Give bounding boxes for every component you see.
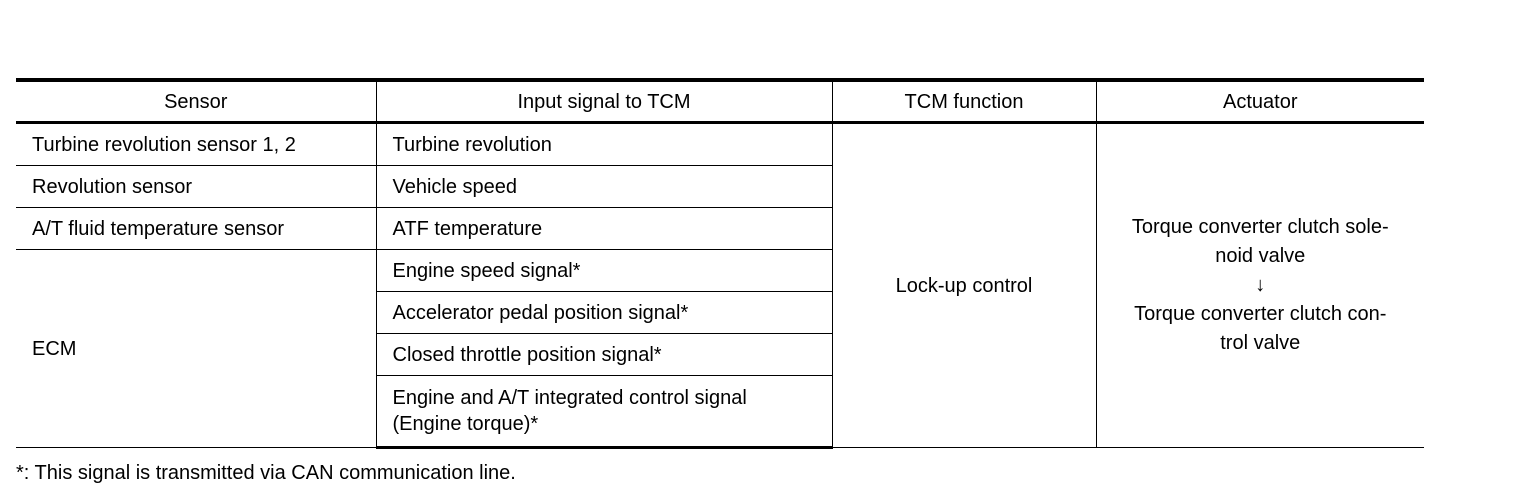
sensor-cell: Turbine revolution sensor 1, 2	[16, 122, 377, 166]
signal-cell: Turbine revolution	[375, 122, 833, 166]
lockup-control-table: Sensor Input signal to TCM TCM function …	[16, 78, 1424, 449]
sensor-cell-ecm: ECM	[16, 249, 377, 448]
down-arrow-icon: ↓	[1255, 274, 1266, 296]
actuator-line: Torque converter clutch sole-	[1131, 216, 1389, 238]
header-tcm-function: TCM function	[831, 78, 1097, 124]
table-row: Engine and A/T integrated control signal…	[16, 375, 1424, 449]
table-row: ECM Engine speed signal*	[16, 249, 1424, 448]
table-row: Accelerator pedal position signal*	[16, 291, 1424, 334]
footnote: *: This signal is transmitted via CAN co…	[16, 462, 516, 484]
signal-cell: Vehicle speed	[375, 165, 832, 208]
header-input-signal: Input signal to TCM	[375, 78, 833, 124]
actuator-cell: Torque converter clutch sole- noid valve…	[1095, 122, 1424, 448]
actuator-line: noid valve	[1215, 245, 1306, 267]
signal-cell-multiline: Engine and A/T integrated control signal…	[376, 375, 832, 449]
signal-cell: ATF temperature	[375, 207, 832, 250]
table-header-row: Sensor Input signal to TCM TCM function …	[16, 78, 1424, 124]
sensor-cell: Revolution sensor	[16, 165, 377, 208]
table-row: Revolution sensor Vehicle speed	[16, 165, 1424, 208]
signal-line-1: Engine and A/T integrated control signal	[392, 387, 747, 409]
actuator-line: trol valve	[1220, 332, 1301, 354]
header-sensor: Sensor	[16, 78, 377, 124]
table-row: Turbine revolution sensor 1, 2 Turbine r…	[16, 122, 1424, 448]
lockup-control-table-container: Sensor Input signal to TCM TCM function …	[16, 78, 1424, 449]
signal-cell: Engine speed signal*	[375, 249, 832, 292]
signal-line-2: (Engine torque)*	[392, 413, 539, 435]
header-actuator: Actuator	[1095, 78, 1424, 124]
signal-cell: Closed throttle position signal*	[376, 333, 832, 376]
table-row: Closed throttle position signal*	[16, 333, 1424, 376]
sensor-cell: A/T fluid temperature sensor	[16, 207, 377, 250]
actuator-line: Torque converter clutch con-	[1134, 303, 1387, 325]
signal-cell: Accelerator pedal position signal*	[376, 291, 832, 334]
tcm-function-cell: Lock-up control	[831, 122, 1097, 448]
